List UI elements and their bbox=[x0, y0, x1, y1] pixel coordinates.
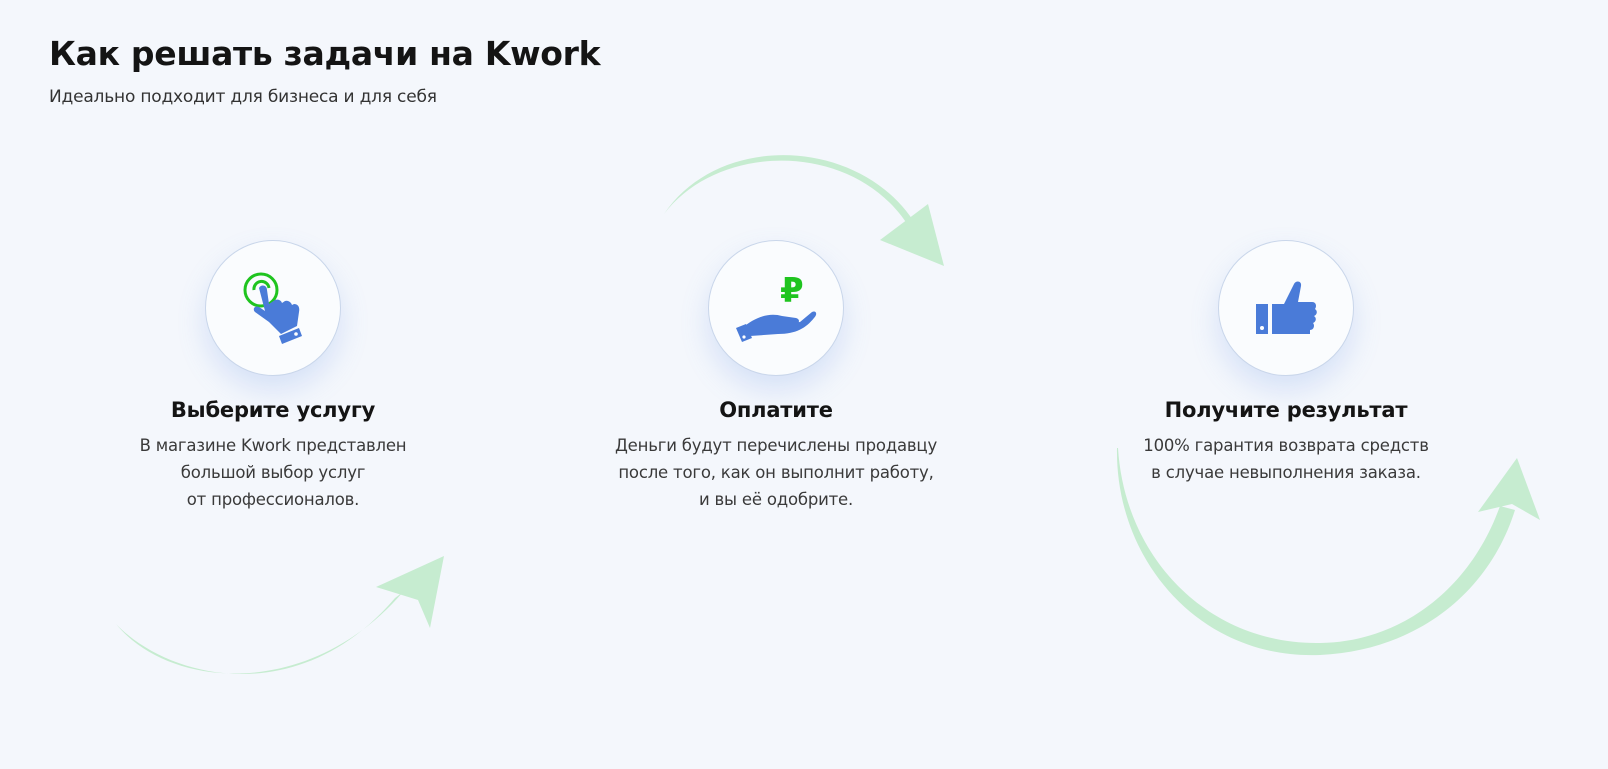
step-description-line: от профессионалов. bbox=[186, 490, 360, 509]
page-subtitle: Идеально подходит для бизнеса и для себя bbox=[49, 87, 437, 107]
step-choose-service: Выберите услугу В магазине Kwork предста… bbox=[93, 240, 453, 513]
step-get-result: Получите результат 100% гарантия возврат… bbox=[1106, 240, 1466, 486]
step-description: В магазине Kwork представлен большой выб… bbox=[93, 432, 453, 513]
step-description-line: 100% гарантия возврата средств bbox=[1143, 436, 1429, 455]
step-description-line: и вы её одобрите. bbox=[698, 490, 854, 509]
step-title: Получите результат bbox=[1164, 398, 1408, 422]
step-description-line: Деньги будут перечислены продавцу bbox=[614, 436, 938, 455]
step-icon-circle: ₽ bbox=[708, 240, 844, 376]
step-icon-circle bbox=[205, 240, 341, 376]
step-title: Выберите услугу bbox=[170, 398, 376, 422]
step-icon-circle bbox=[1218, 240, 1354, 376]
step-description: Деньги будут перечислены продавцу после … bbox=[596, 432, 956, 513]
step-description-line: большой выбор услуг bbox=[180, 463, 366, 482]
step-description: 100% гарантия возврата средств в случае … bbox=[1106, 432, 1466, 486]
step-description-line: в случае невыполнения заказа. bbox=[1151, 463, 1421, 482]
page-title: Как решать задачи на Kwork bbox=[49, 34, 601, 73]
step-description-line: после того, как он выполнит работу, bbox=[618, 463, 934, 482]
svg-text:₽: ₽ bbox=[780, 272, 804, 311]
thumbs-up-icon bbox=[1256, 281, 1317, 334]
step-description-line: В магазине Kwork представлен bbox=[139, 436, 407, 455]
step-title: Оплатите bbox=[719, 398, 833, 422]
hand-ruble-icon: ₽ bbox=[736, 272, 817, 342]
curved-arrow-icon bbox=[116, 556, 444, 675]
hand-pointer-tap-icon bbox=[243, 272, 302, 344]
step-pay: ₽ Оплатите Деньги будут перечислены прод… bbox=[596, 240, 956, 513]
